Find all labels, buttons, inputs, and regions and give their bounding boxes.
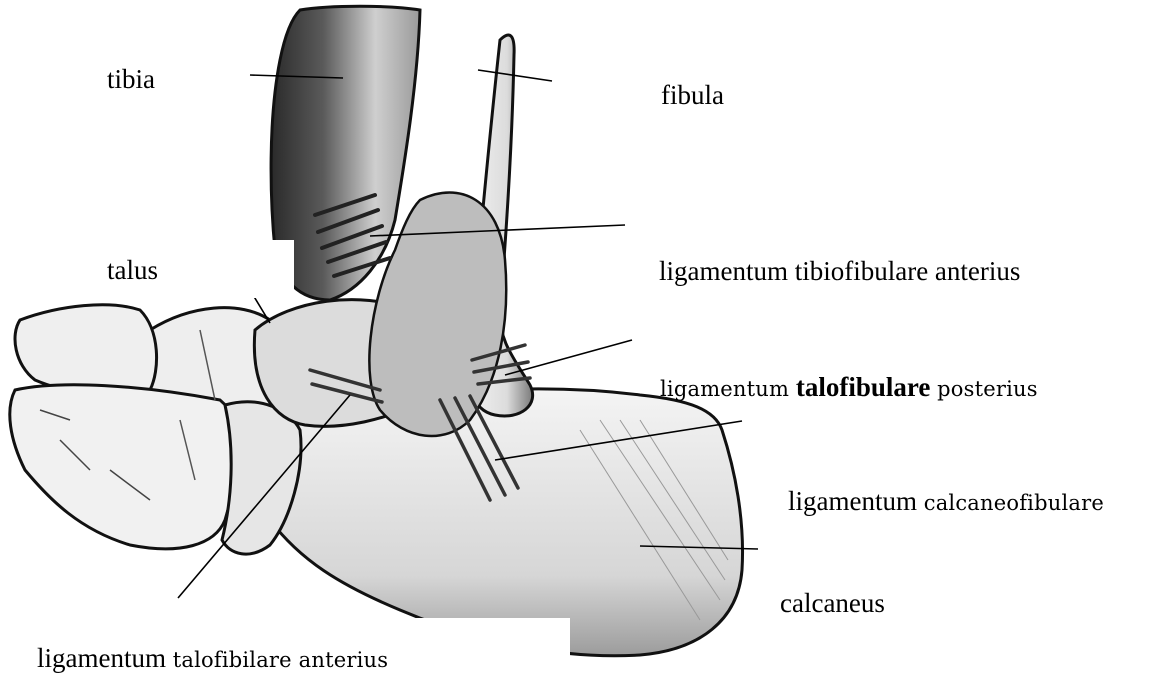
label-talofibulare-posterius: ligamentum talofibulare posterius [660, 374, 1038, 401]
label-calcaneus: calcaneus [780, 590, 885, 617]
label-calcaneofibulare-part2: calcaneofibulare [924, 491, 1104, 515]
calcaneus-bone [260, 389, 743, 656]
cuboid-bone [10, 385, 238, 549]
label-tibia: tibia [107, 66, 155, 93]
cuneiform-bone [15, 305, 157, 395]
label-calcaneofibulare-part1: ligamentum [788, 486, 917, 516]
label-tibiofibulare-anterius: ligamentum tibiofibulare anterius [659, 258, 1020, 285]
label-talofibilare-anterius-part1: ligamentum [37, 643, 166, 673]
label-talofibilare-anterius-part2: talofibilare anterius [173, 648, 389, 672]
label-talofibulare-posterius-part1: ligamentum [660, 377, 789, 401]
label-talofibulare-posterius-part2: talofibulare [796, 372, 931, 402]
label-fibula: fibula [661, 82, 724, 109]
label-talofibulare-posterius-part3: posterius [937, 377, 1038, 401]
label-calcaneofibulare: ligamentum calcaneofibulare [788, 488, 1104, 515]
label-talofibilare-anterius: ligamentum talofibilare anterius [37, 645, 388, 672]
label-talus: talus [107, 257, 158, 284]
